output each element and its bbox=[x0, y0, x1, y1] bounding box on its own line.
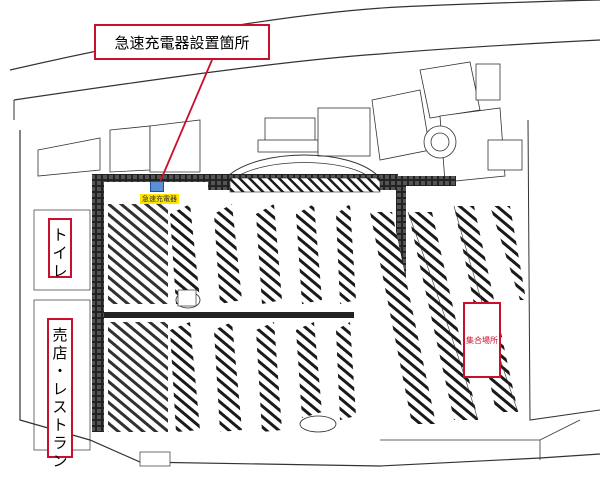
shop-restaurant-label: 売 店 ・ レ ス ト ラ ン bbox=[47, 318, 73, 470]
parking-rows-west bbox=[170, 204, 356, 304]
charger-label: 急速充電器 bbox=[140, 194, 179, 204]
toilet-label: ト イ レ bbox=[48, 218, 72, 280]
quick-charger-marker bbox=[150, 181, 164, 192]
callout-text: 急速充電器設置箇所 bbox=[114, 33, 250, 52]
truck-parking-rows bbox=[370, 206, 526, 424]
parking-rows-south bbox=[170, 322, 356, 432]
gathering-area-label: 集合場所 bbox=[463, 302, 501, 378]
quick-charger-location-callout: 急速充電器設置箇所 bbox=[94, 24, 270, 60]
